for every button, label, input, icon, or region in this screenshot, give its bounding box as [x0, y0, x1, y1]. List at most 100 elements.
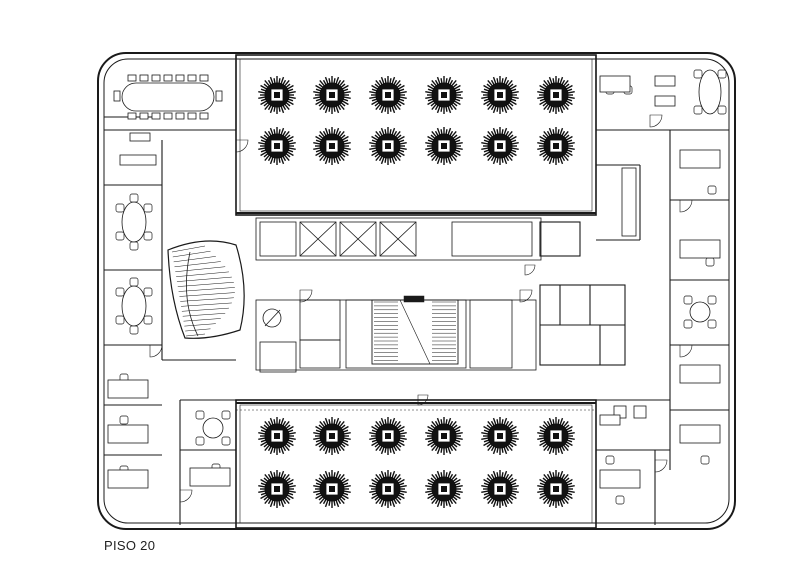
chair — [187, 74, 197, 82]
planter — [313, 76, 351, 114]
planter — [313, 417, 351, 455]
chair — [115, 287, 125, 297]
desk — [107, 469, 149, 489]
planter — [537, 470, 575, 508]
desks — [107, 75, 721, 489]
chair — [127, 112, 137, 120]
chair — [115, 203, 125, 213]
chair — [717, 69, 727, 79]
chair — [143, 287, 153, 297]
chair — [187, 112, 197, 120]
chair — [717, 105, 727, 115]
chair — [705, 257, 715, 267]
planter — [481, 470, 519, 508]
chair — [175, 74, 185, 82]
desk — [189, 467, 231, 487]
planter — [537, 76, 575, 114]
chair — [175, 112, 185, 120]
furniture — [113, 69, 722, 439]
planter — [369, 127, 407, 165]
upper-atrium — [235, 54, 597, 216]
planter — [425, 417, 463, 455]
desk — [599, 75, 631, 93]
seating — [115, 69, 727, 505]
chair — [139, 112, 149, 120]
meeting-table-1 — [121, 201, 147, 243]
elevator-2 — [339, 221, 377, 257]
door-swing — [235, 139, 249, 153]
boardroom-table — [121, 82, 215, 112]
desk — [679, 364, 721, 384]
planter — [369, 76, 407, 114]
chair — [605, 455, 615, 465]
round-table-1 — [202, 417, 224, 439]
planter — [425, 470, 463, 508]
planter — [481, 76, 519, 114]
desk — [107, 379, 149, 399]
building-envelope — [97, 52, 736, 530]
lower-atrium — [235, 399, 597, 529]
meeting-table-2 — [121, 285, 147, 327]
planter — [537, 417, 575, 455]
planter-group — [258, 76, 575, 508]
chair — [143, 231, 153, 241]
chair — [127, 74, 137, 82]
chair — [139, 74, 149, 82]
chair — [693, 105, 703, 115]
door-swing — [299, 289, 313, 303]
door-swing — [649, 114, 663, 128]
chair — [151, 74, 161, 82]
chair — [683, 295, 693, 305]
chair — [683, 319, 693, 329]
door-swing — [524, 264, 536, 276]
door-swing — [654, 459, 668, 473]
planter — [537, 127, 575, 165]
planter — [481, 127, 519, 165]
chair — [151, 112, 161, 120]
chair — [221, 436, 231, 446]
chair — [129, 241, 139, 251]
chair — [119, 415, 129, 425]
chair — [195, 436, 205, 446]
desk — [599, 414, 621, 426]
planter — [425, 76, 463, 114]
elevator-1 — [299, 221, 337, 257]
chair — [615, 495, 625, 505]
door-swing — [149, 344, 163, 358]
chair — [199, 112, 209, 120]
chair — [195, 410, 205, 420]
round-table-2 — [689, 301, 711, 323]
door-swing — [679, 199, 693, 213]
planter — [369, 470, 407, 508]
chair — [129, 325, 139, 335]
planter — [258, 470, 296, 508]
planter — [258, 417, 296, 455]
chair — [199, 74, 209, 82]
planter — [313, 127, 351, 165]
meeting-table-3 — [698, 69, 722, 115]
chair — [115, 231, 125, 241]
chair — [221, 410, 231, 420]
door-swings — [149, 114, 693, 503]
curved-stair — [167, 240, 245, 339]
chair — [143, 203, 153, 213]
planter — [369, 417, 407, 455]
chair — [129, 277, 139, 287]
chair — [700, 455, 710, 465]
door-swing — [179, 489, 193, 503]
desk — [107, 424, 149, 444]
chair — [143, 315, 153, 325]
planter — [258, 76, 296, 114]
planter — [425, 127, 463, 165]
chair — [693, 69, 703, 79]
building-core — [255, 217, 542, 373]
chair — [115, 315, 125, 325]
chair — [163, 112, 173, 120]
desk — [679, 149, 721, 169]
planter — [258, 127, 296, 165]
floor-label: PISO 20 — [104, 538, 156, 553]
planter — [481, 417, 519, 455]
door-swing — [519, 289, 533, 303]
chair — [163, 74, 173, 82]
